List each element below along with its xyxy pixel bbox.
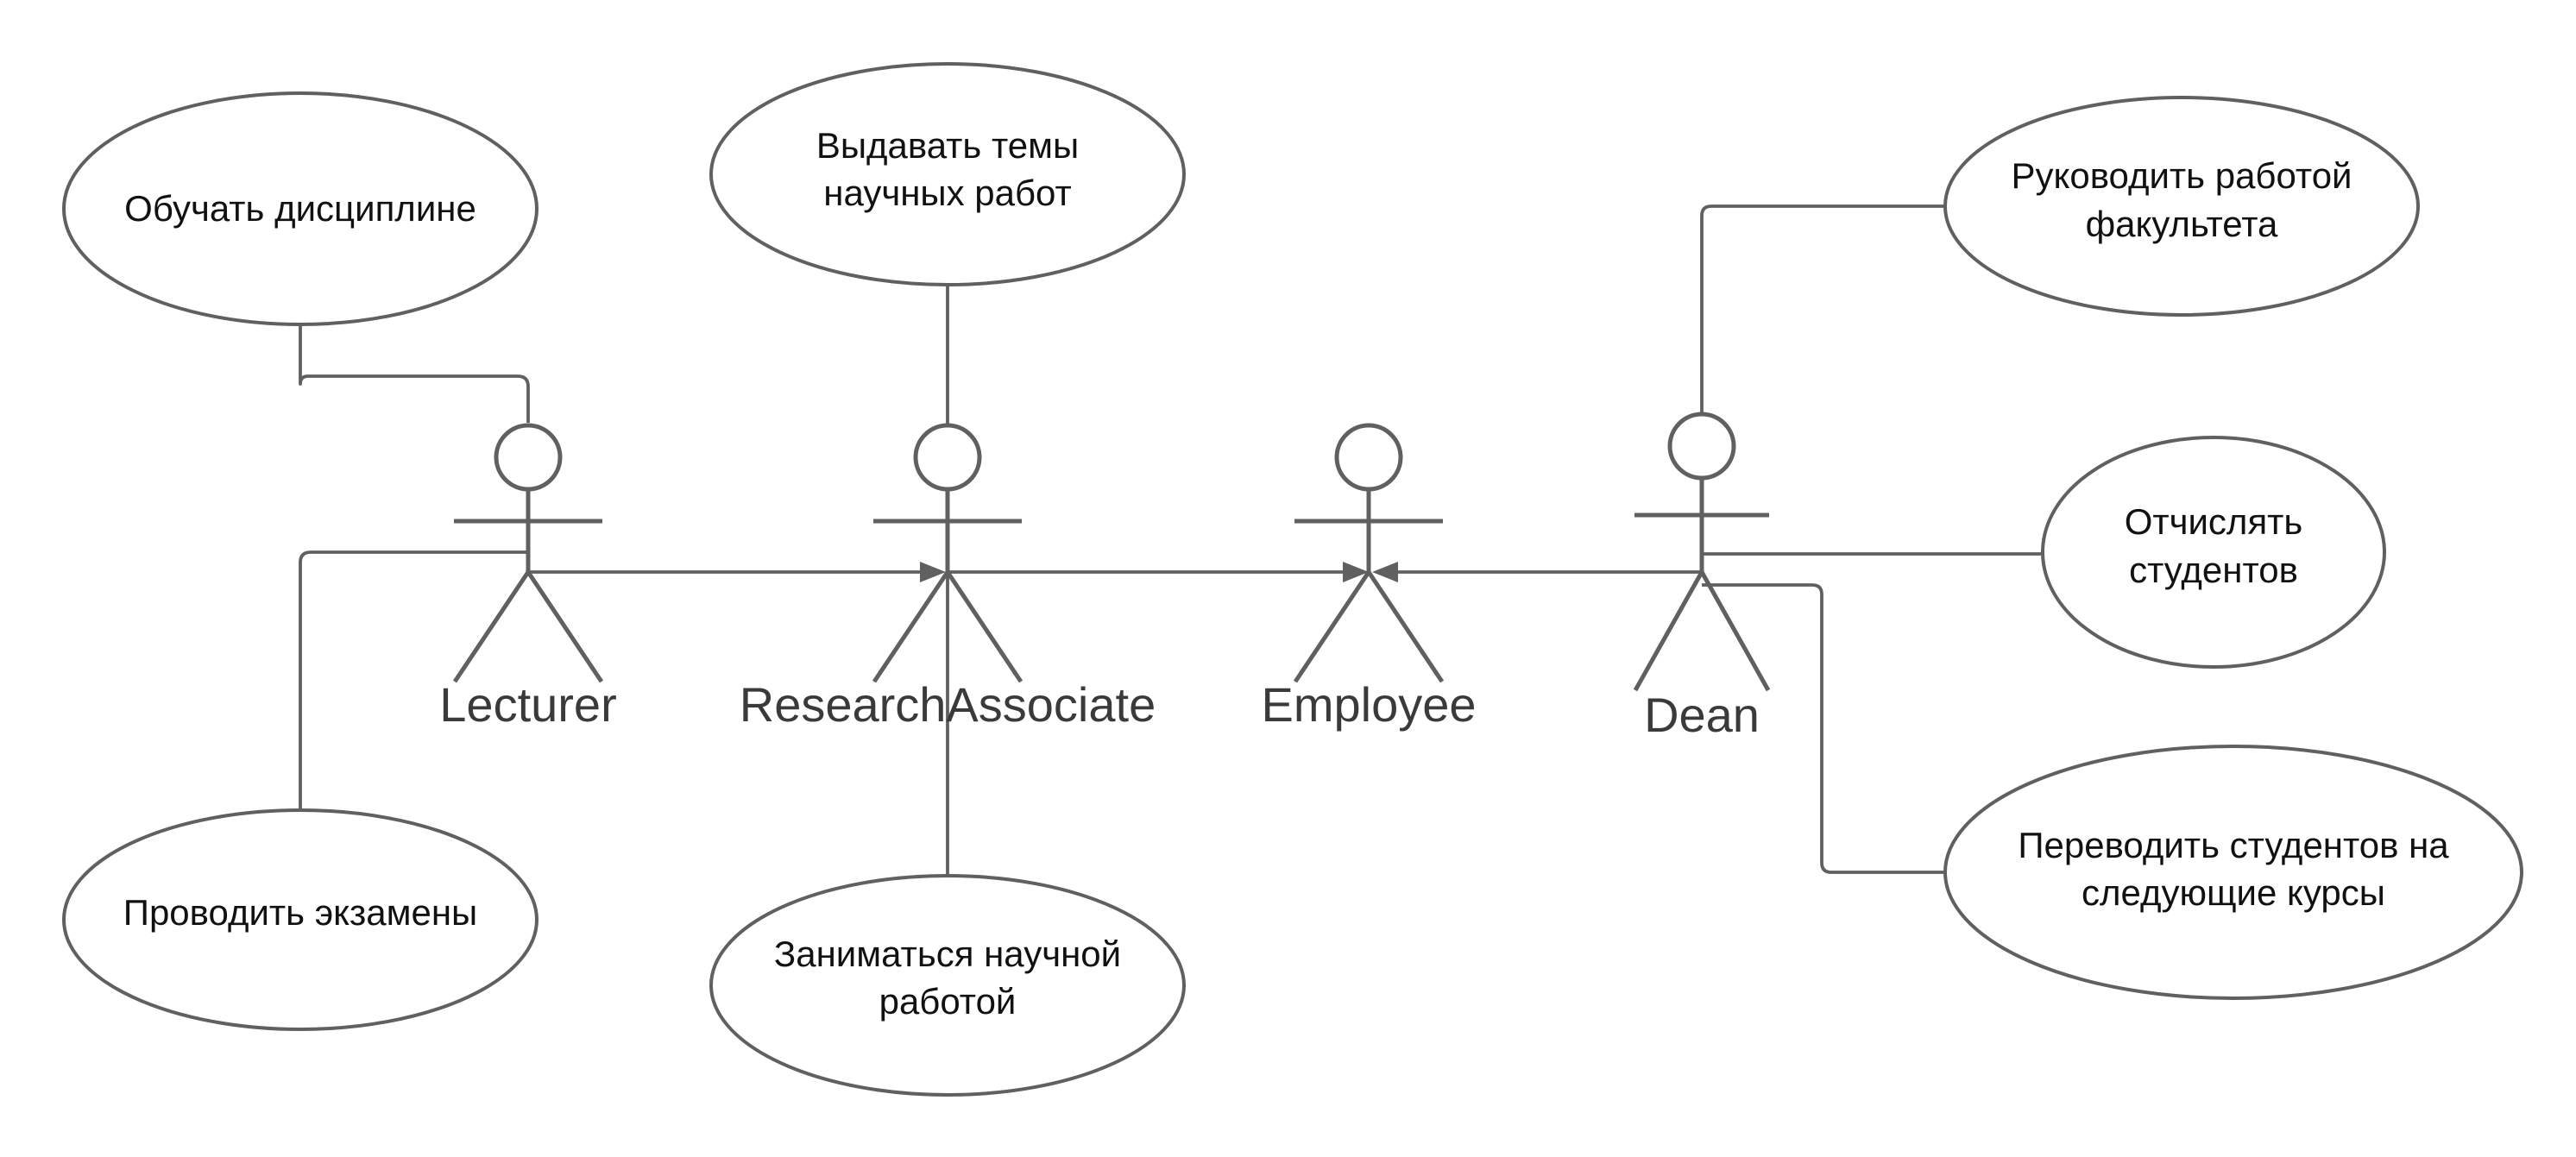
actor-label: Lecturer <box>439 677 616 732</box>
use-case-label: следующие курсы <box>2082 872 2385 913</box>
actor-body <box>1633 478 1771 692</box>
use-case-ellipse <box>62 91 539 326</box>
generalization-arrowhead <box>920 562 946 582</box>
connectors <box>299 204 2043 876</box>
use-case-research: Заниматься научной работой <box>709 874 1186 1097</box>
use-case-label: Выдавать темы <box>816 125 1079 166</box>
use-case-ellipse <box>62 808 539 1031</box>
use-case-label: научных работ <box>823 173 1071 213</box>
actor-label: Employee <box>1261 677 1476 732</box>
use-case-ellipse <box>1943 96 2420 317</box>
association-dean-transfer <box>1702 583 1945 874</box>
generalization-arrowhead <box>1343 562 1369 582</box>
use-case-topics: Выдавать темы научных работ <box>709 62 1186 286</box>
association-dean-manage <box>1700 204 1945 412</box>
actor-head <box>494 423 563 492</box>
use-case-exams: Проводить экзамены <box>62 808 539 1031</box>
actor-body <box>872 489 1023 683</box>
use-case-ellipse <box>709 62 1186 286</box>
actor-head <box>1667 412 1736 481</box>
actor-dean: Dean <box>1633 412 1771 742</box>
association-lecturer-teach <box>299 324 530 423</box>
actor-body <box>1293 489 1445 683</box>
association-lecturer-exams <box>299 550 528 811</box>
use-case-label: Обучать дисциплине <box>124 188 476 229</box>
actor-head <box>913 423 982 492</box>
actor-label: ResearchAssociate <box>740 677 1156 732</box>
use-case-manage: Руководить работой факультета <box>1943 96 2420 317</box>
use-case-label: Руководить работой <box>2011 155 2352 196</box>
use-case-label: Переводить студентов на <box>2018 825 2449 865</box>
actor-body <box>452 489 604 683</box>
actor-head <box>1334 423 1403 492</box>
use-case-label: Заниматься научной <box>774 934 1121 974</box>
actor-research-associate: ResearchAssociate <box>740 423 1156 732</box>
use-case-ellipse <box>1943 745 2523 1000</box>
use-case-label: факультета <box>2086 204 2278 244</box>
actor-label: Dean <box>1644 688 1760 742</box>
generalization-arrowhead <box>1372 562 1398 582</box>
use-case-label: студентов <box>2129 550 2298 590</box>
use-case-ellipse <box>2041 436 2386 669</box>
use-case-expel: Отчислять студентов <box>2041 436 2386 669</box>
use-case-transfer: Переводить студентов на следующие курсы <box>1943 745 2523 1000</box>
actor-employee: Employee <box>1261 423 1477 732</box>
use-case-label: работой <box>879 981 1017 1022</box>
use-case-label: Отчислять <box>2125 501 2303 542</box>
actor-lecturer: Lecturer <box>439 423 617 732</box>
use-case-teach: Обучать дисциплине <box>62 91 539 326</box>
use-case-label: Проводить экзамены <box>123 892 477 933</box>
use-case-ellipse <box>709 874 1186 1097</box>
